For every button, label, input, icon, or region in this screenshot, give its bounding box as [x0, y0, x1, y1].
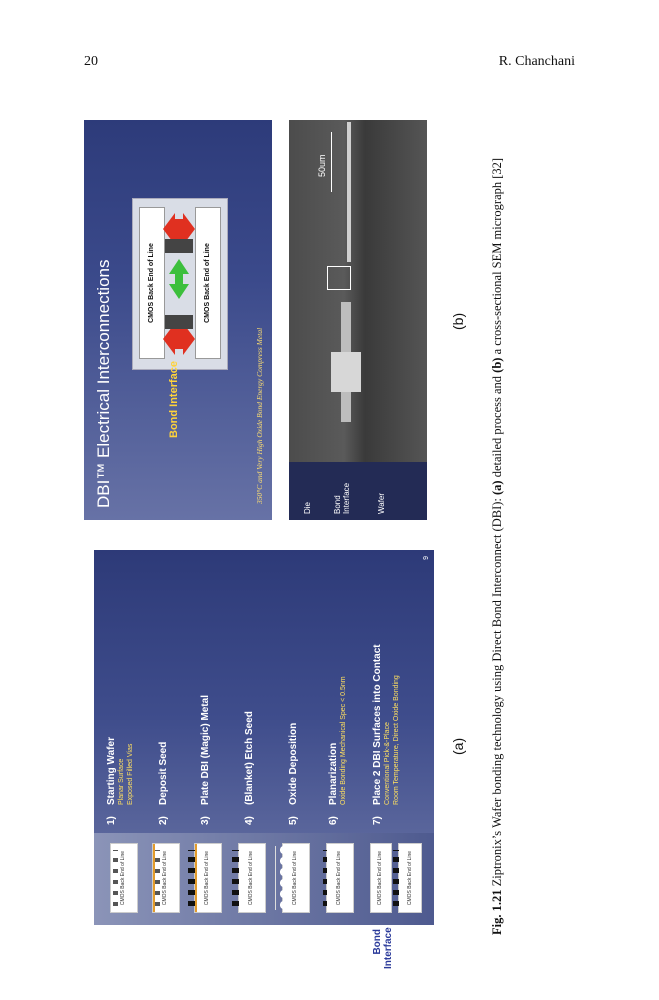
page-number: 20 — [84, 54, 98, 69]
stack-step-7-bottom: CMOS Back End of Line — [393, 843, 422, 913]
running-header-author: R. Chanchani — [498, 54, 575, 69]
bond-interface-label-a: Bond Interface — [372, 927, 394, 969]
sem-label-die: Die — [303, 501, 312, 514]
sem-labels: Die Bond Interface Wafer — [289, 462, 427, 520]
bond-interface-label-b: Bond Interface — [168, 360, 180, 438]
figure-number: Fig. 1.21 — [490, 889, 504, 935]
step-4: 4)(Blanket) Etch Seed — [244, 711, 255, 825]
step-6: 6)Planarization Oxide Bonding Mechanical… — [328, 676, 347, 825]
stack-label: CMOS Back End of Line — [407, 850, 413, 906]
stack-step-6: CMOS Back End of Line — [323, 843, 354, 913]
process-slide: CMOS Back End of Line CMOS Back End of L… — [94, 550, 434, 925]
scale-bar-label: 50um — [317, 154, 327, 177]
sem-micrograph: Die Bond Interface Wafer 50um — [289, 120, 427, 520]
stack-label: CMOS Back End of Line — [120, 850, 126, 906]
figure-caption: Fig. 1.21 Ziptronix’s Wafer bonding tech… — [490, 157, 504, 935]
stack-step-7-top: CMOS Back End of Line — [370, 843, 392, 913]
slide-footer: 350°C and Very High Oxide Bond Energy Co… — [255, 327, 264, 504]
top-layer: CMOS Back End of Line — [139, 207, 165, 359]
step-1: 1)Starting Wafer Planar Surface Exposed … — [106, 737, 134, 825]
slide-title: DBI™ Electrical Interconnections — [94, 259, 113, 509]
panel-label-a: (a) — [450, 737, 466, 755]
compression-arrows — [163, 213, 195, 355]
stack-step-5: CMOS Back End of Line — [275, 843, 310, 913]
stack-step-2: CMOS Back End of Line — [152, 843, 180, 913]
step-2: 2)Deposit Seed — [158, 741, 169, 825]
step-3: 3)Plate DBI (Magic) Metal — [200, 694, 211, 825]
stack-label: CMOS Back End of Line — [162, 850, 168, 906]
slide-number: 9 — [423, 556, 430, 560]
stack-label: CMOS Back End of Line — [292, 850, 298, 906]
stack-step-1: CMOS Back End of Line — [110, 843, 138, 913]
stack-label: CMOS Back End of Line — [377, 850, 383, 906]
dbi-slide: DBI™ Electrical Interconnections CMOS Ba… — [84, 120, 272, 520]
step-5: 5)Oxide Deposition — [288, 722, 299, 825]
sem-label-bond: Bond Interface — [333, 482, 351, 514]
scale-bar — [331, 132, 332, 192]
stack-step-3: CMOS Back End of Line — [188, 843, 222, 913]
sem-label-wafer: Wafer — [377, 492, 386, 514]
rotated-figure: CMOS Back End of Line CMOS Back End of L… — [74, 105, 574, 969]
bottom-layer: CMOS Back End of Line — [195, 207, 221, 359]
panel-label-b: (b) — [450, 312, 466, 330]
stack-step-4: CMOS Back End of Line — [232, 843, 266, 913]
stack-label: CMOS Back End of Line — [336, 850, 342, 906]
stack-label: CMOS Back End of Line — [204, 850, 210, 906]
step-7: 7)Place 2 DBI Surfaces into Contact Conv… — [372, 644, 400, 825]
bond-diagram: CMOS Back End of Line CMOS Back End of L… — [132, 198, 228, 370]
stack-label: CMOS Back End of Line — [248, 850, 254, 906]
sem-image: 50um — [289, 120, 427, 462]
